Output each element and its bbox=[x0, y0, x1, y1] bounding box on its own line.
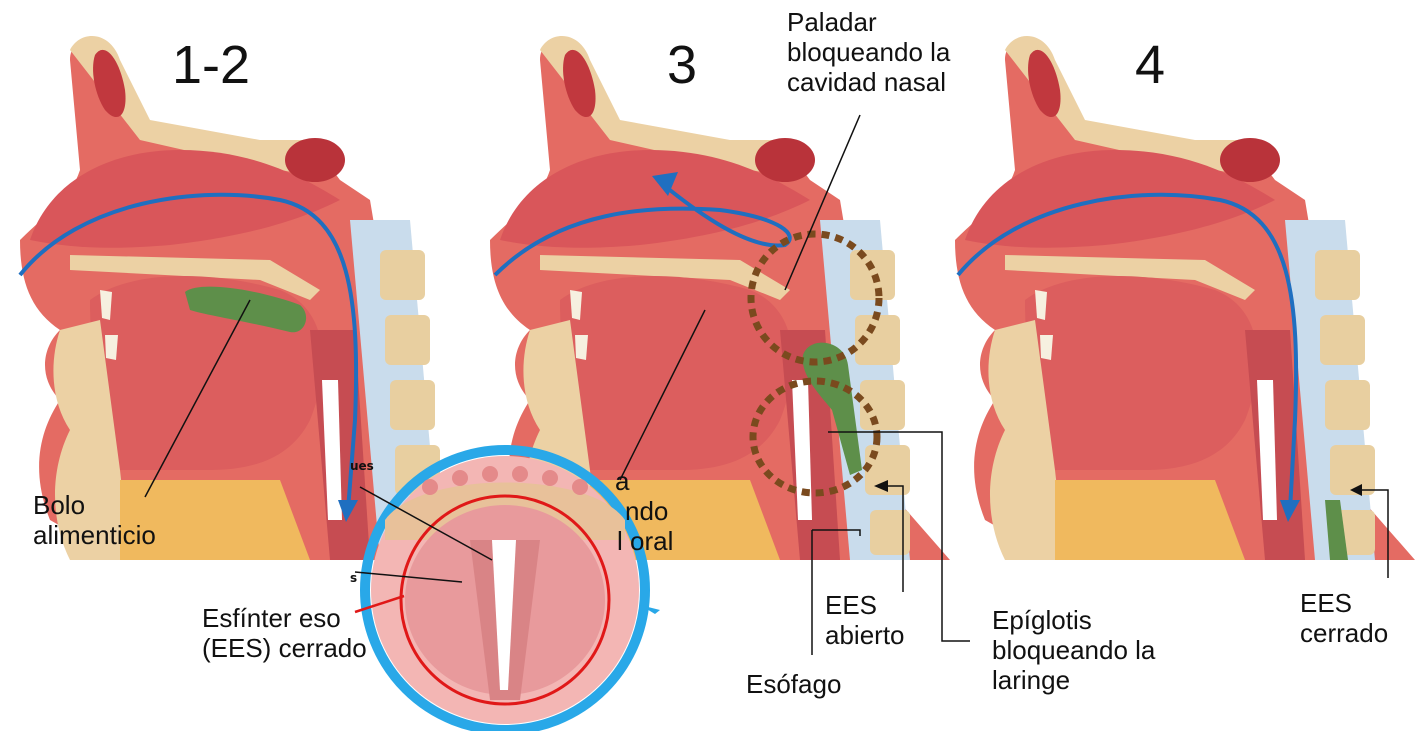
label-epiglotis: Epíglotis bloqueando la laringe bbox=[992, 605, 1155, 695]
tiny-label-top: ues bbox=[350, 459, 374, 473]
label-bolo: Bolo alimenticio bbox=[33, 490, 156, 550]
panel-number-1: 1-2 bbox=[172, 35, 250, 95]
label-ees-cerrado: EES cerrado bbox=[1300, 588, 1388, 648]
label-lengua-fragment: a ndo l oral bbox=[625, 466, 673, 556]
tiny-label-left: s bbox=[350, 571, 357, 585]
panel-number-3: 4 bbox=[1135, 35, 1165, 95]
label-paladar: Paladar bloqueando la cavidad nasal bbox=[787, 7, 950, 97]
panel-number-2: 3 bbox=[667, 35, 697, 95]
label-esfinter: Esfínter eso (EES) cerrado bbox=[202, 603, 367, 663]
label-esofago: Esófago bbox=[746, 669, 841, 699]
label-ees-abierto: EES abierto bbox=[825, 590, 905, 650]
